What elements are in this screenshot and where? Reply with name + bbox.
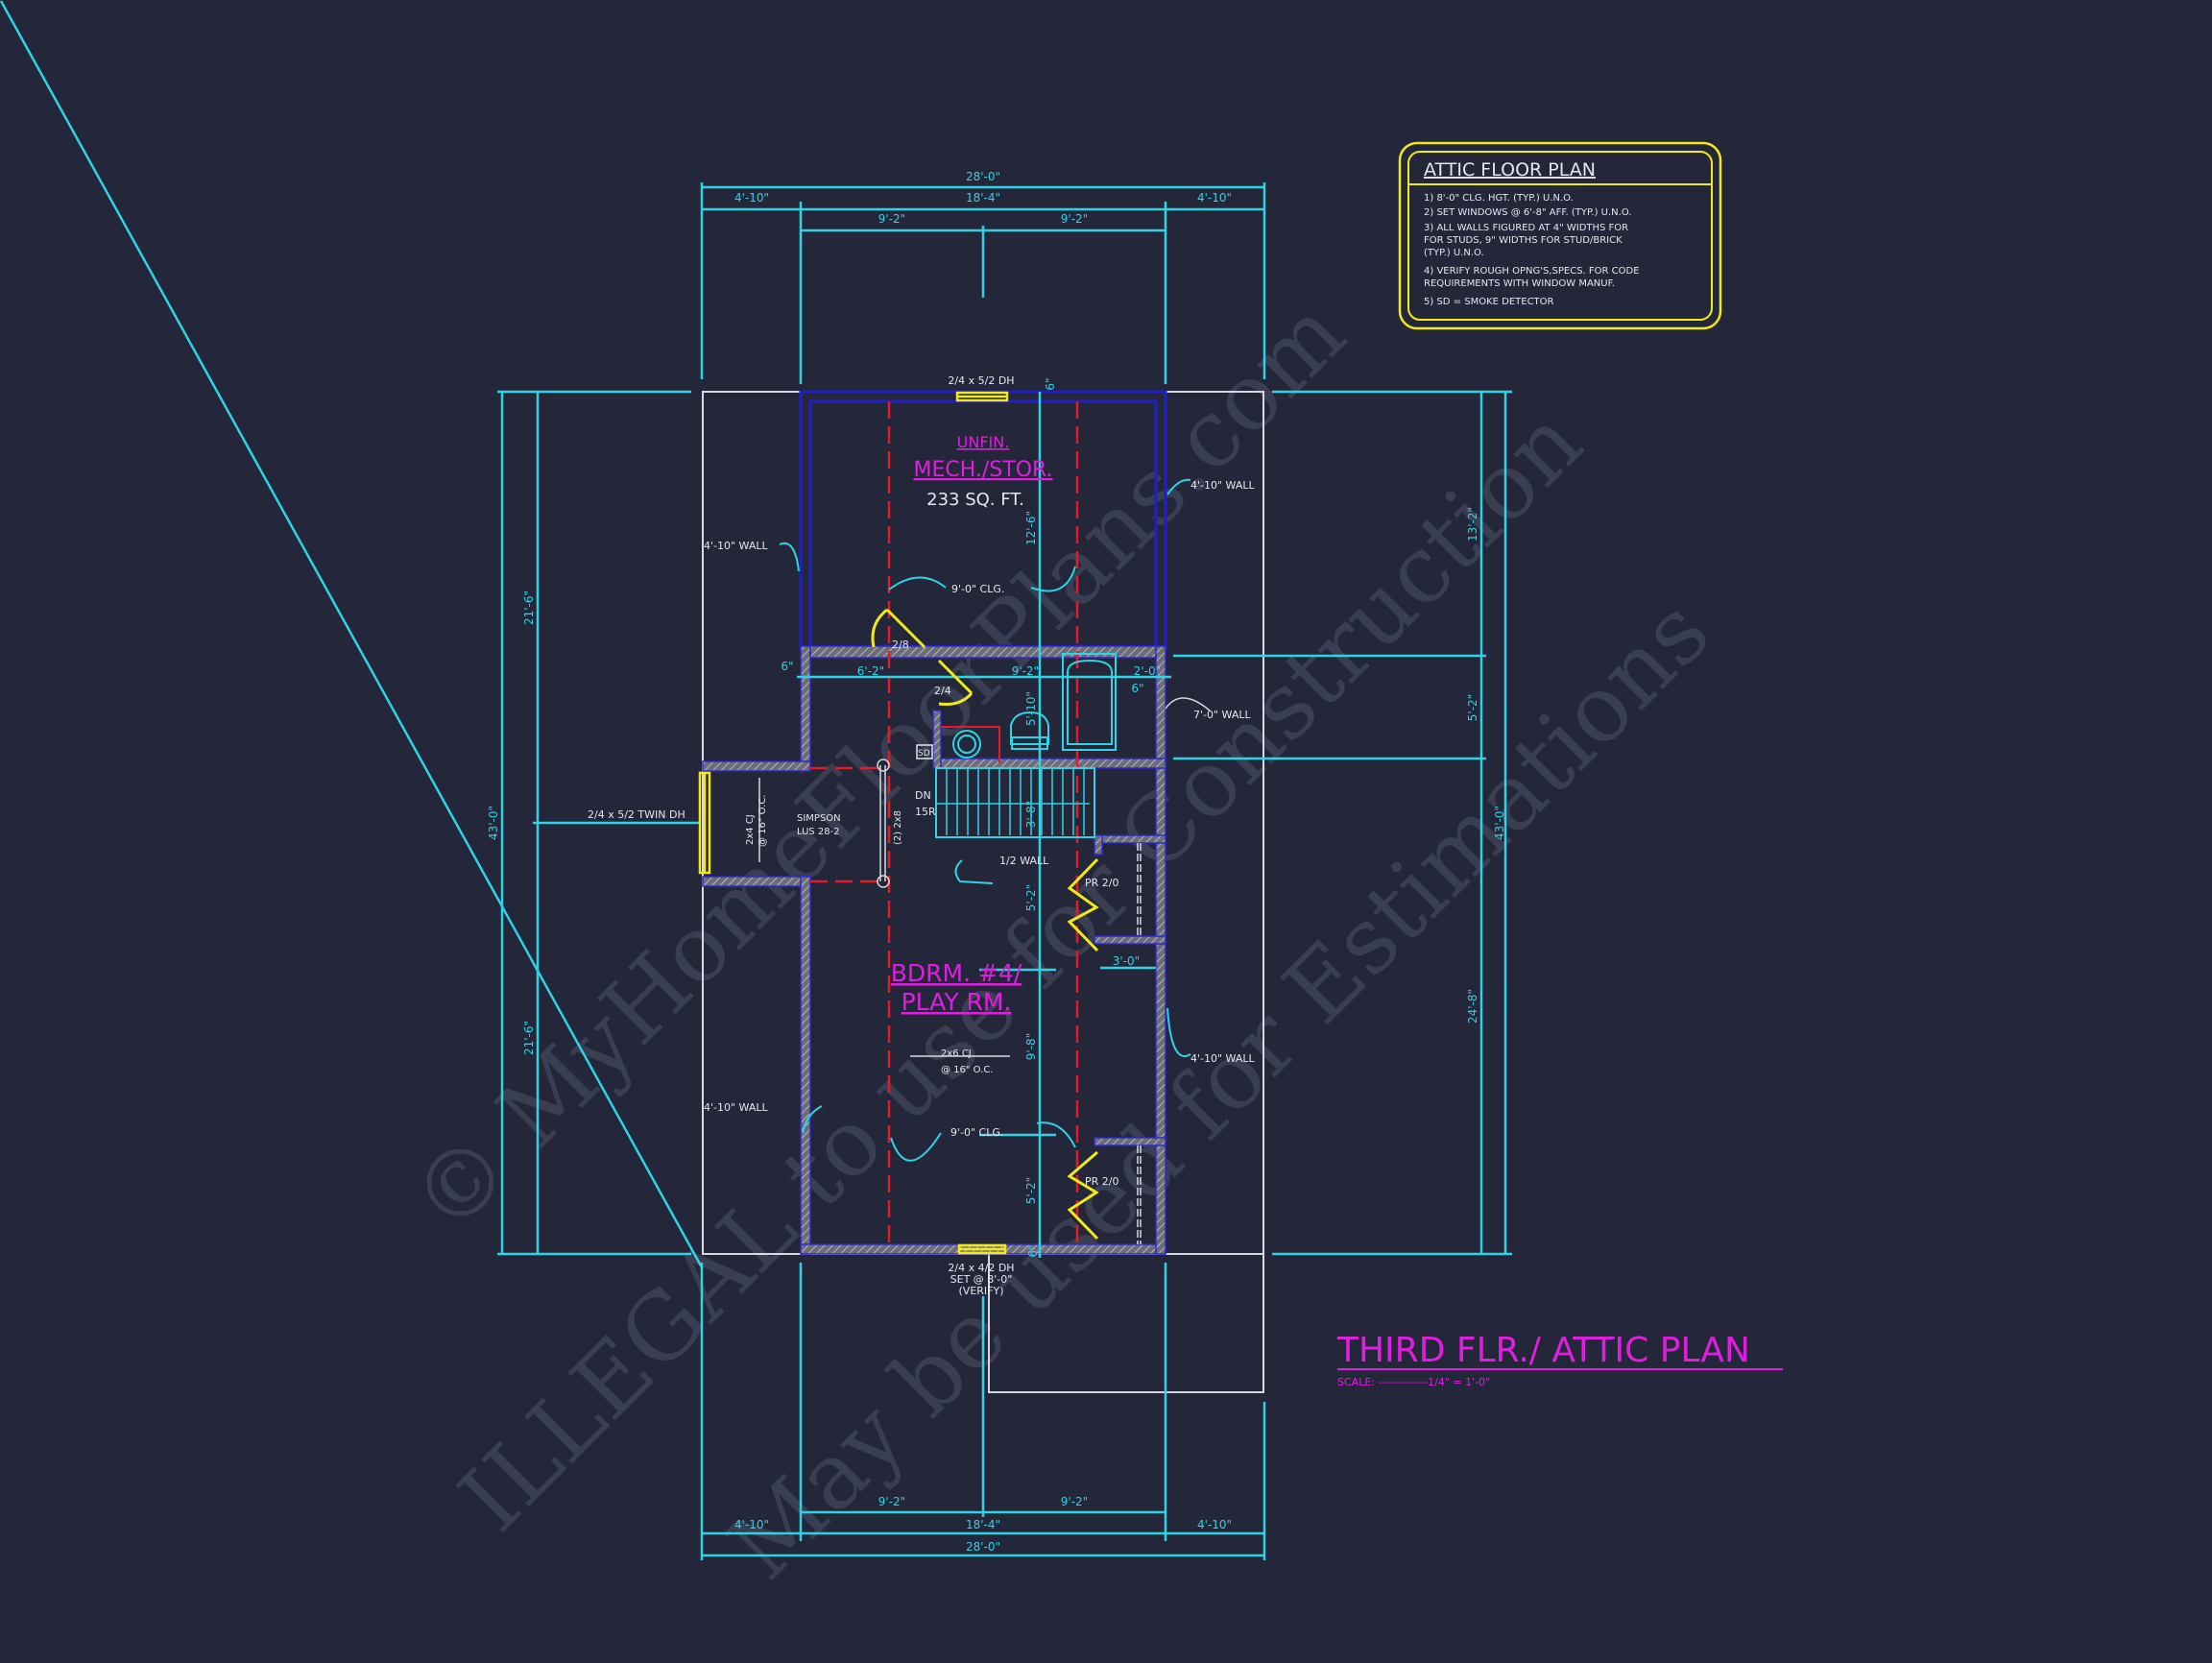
- svg-text:@ 16" O.C.: @ 16" O.C.: [757, 795, 768, 848]
- notes-title: ATTIC FLOOR PLAN: [1424, 159, 1596, 181]
- svg-text:2x6 CJ: 2x6 CJ: [941, 1048, 972, 1059]
- doors: [871, 608, 1099, 1241]
- svg-text:13'-2": 13'-2": [1466, 507, 1479, 542]
- svg-text:21'-6": 21'-6": [522, 590, 536, 625]
- svg-text:1) 8'-0" CLG. HGT. (TYP.) U.N: 1) 8'-0" CLG. HGT. (TYP.) U.N.O.: [1424, 193, 1574, 204]
- closet-rods: [1137, 843, 1142, 1244]
- svg-text:2/4 x 5/2 TWIN DH: 2/4 x 5/2 TWIN DH: [588, 808, 685, 821]
- svg-text:4'-10": 4'-10": [734, 1518, 769, 1531]
- svg-text:9'-2": 9'-2": [878, 212, 905, 226]
- svg-text:9'-0" CLG.: 9'-0" CLG.: [950, 1126, 1003, 1139]
- leader-lines-white: [1165, 697, 1211, 711]
- svg-text:6'-2": 6'-2": [857, 664, 884, 678]
- svg-text:6": 6": [1044, 377, 1057, 390]
- svg-text:5'-10": 5'-10": [1024, 691, 1038, 726]
- svg-text:SIMPSON: SIMPSON: [797, 813, 841, 824]
- svg-text:4) VERIFY ROUGH OPNG'S,SPECS.: 4) VERIFY ROUGH OPNG'S,SPECS. FOR CODE: [1424, 266, 1640, 277]
- svg-text:2) SET WINDOWS @ 6'-8" AFF. (T: 2) SET WINDOWS @ 6'-8" AFF. (TYP.) U.N.O…: [1424, 207, 1631, 218]
- svg-text:24'-8": 24'-8": [1466, 989, 1479, 1024]
- stair-treads: [936, 768, 1090, 835]
- svg-text:1/2 WALL: 1/2 WALL: [999, 855, 1049, 867]
- svg-text:4'-10" WALL: 4'-10" WALL: [704, 1101, 768, 1114]
- svg-text:9'-8": 9'-8": [1024, 1033, 1038, 1060]
- svg-text:4'-10": 4'-10": [734, 191, 769, 205]
- bedroom-label-1: BDRM. #4/: [891, 959, 1022, 987]
- windows: [698, 391, 1009, 1255]
- svg-text:SET @ 8'-0": SET @ 8'-0": [950, 1273, 1013, 1286]
- ceiling-centerlines: [810, 401, 1079, 1244]
- svg-text:18'-4": 18'-4": [966, 191, 1000, 205]
- svg-text:6": 6": [781, 660, 793, 673]
- svg-text:21'-6": 21'-6": [522, 1021, 536, 1055]
- svg-text:2'-0": 2'-0": [1134, 664, 1161, 678]
- svg-text:(VERIFY): (VERIFY): [959, 1285, 1004, 1297]
- svg-text:FOR STUDS, 9" WIDTHS FOR STUD/: FOR STUDS, 9" WIDTHS FOR STUD/BRICK: [1424, 235, 1623, 246]
- svg-text:9'-2": 9'-2": [878, 1495, 905, 1508]
- svg-text:6": 6": [1026, 1244, 1040, 1257]
- svg-text:4'-10" WALL: 4'-10" WALL: [1190, 479, 1255, 492]
- svg-text:@ 16" O.C.: @ 16" O.C.: [941, 1065, 994, 1075]
- beam-detail: [758, 759, 1010, 1057]
- svg-text:LUS 28-2: LUS 28-2: [797, 827, 840, 837]
- svg-text:2/4: 2/4: [934, 685, 951, 697]
- svg-text:2/4 x 5/2 DH: 2/4 x 5/2 DH: [948, 374, 1014, 387]
- svg-text:9'-2": 9'-2": [1061, 1495, 1088, 1508]
- svg-text:3) ALL WALLS FIGURED AT 4" WID: 3) ALL WALLS FIGURED AT 4" WIDTHS FOR: [1424, 223, 1628, 233]
- svg-text:(TYP.) U.N.O.: (TYP.) U.N.O.: [1424, 248, 1484, 258]
- svg-text:2/8: 2/8: [892, 639, 909, 651]
- svg-text:PR 2/0: PR 2/0: [1085, 877, 1118, 889]
- svg-text:5) SD = SMOKE DETECTOR: 5) SD = SMOKE DETECTOR: [1424, 297, 1554, 307]
- svg-text:9'-0" CLG.: 9'-0" CLG.: [951, 583, 1004, 595]
- svg-text:9'-2": 9'-2": [1012, 664, 1039, 678]
- annotations: 2/4 x 5/2 DH 2/4 x 5/2 TWIN DH 2/4 x 4/2…: [588, 374, 1255, 1297]
- mech-label-2: MECH./STOR.: [913, 458, 1052, 482]
- dimension-text: 28'-0" 4'-10" 18'-4" 4'-10" 9'-2" 9'-2" …: [487, 170, 1506, 1554]
- svg-text:5'-2": 5'-2": [1024, 884, 1038, 911]
- plan-title: THIRD FLR./ ATTIC PLAN: [1336, 1331, 1750, 1370]
- svg-text:(2) 2x8: (2) 2x8: [893, 810, 903, 845]
- svg-text:28'-0": 28'-0": [966, 1540, 1000, 1554]
- svg-text:12'-6": 12'-6": [1024, 511, 1038, 545]
- bath-fixtures: [935, 653, 1117, 838]
- svg-text:7'-0" WALL: 7'-0" WALL: [1193, 709, 1251, 721]
- plan-scale: SCALE: -------------1/4" = 1'-0": [1337, 1376, 1490, 1388]
- svg-text:2x4 CJ: 2x4 CJ: [745, 814, 756, 845]
- leader-lines: [779, 478, 1191, 1162]
- svg-text:4'-10": 4'-10": [1197, 191, 1232, 205]
- svg-text:4'-10" WALL: 4'-10" WALL: [704, 540, 768, 552]
- svg-text:28'-0": 28'-0": [966, 170, 1000, 183]
- svg-text:43'-0": 43'-0": [487, 806, 500, 840]
- svg-text:9'-2": 9'-2": [1061, 212, 1088, 226]
- water-heater-area: [941, 726, 1000, 763]
- dimension-lines: [0, 0, 1512, 1560]
- mech-label-1: UNFIN.: [957, 433, 1010, 451]
- svg-text:5'-2": 5'-2": [1466, 694, 1479, 721]
- svg-text:REQUIREMENTS WITH WINDOW MANUF: REQUIREMENTS WITH WINDOW MANUF.: [1424, 278, 1615, 289]
- smoke-detector-icon: [916, 744, 933, 759]
- watermark: © MyHomeFloorPlans.com ILLEGAL to use fo…: [391, 279, 1730, 1600]
- svg-text:PR 2/0: PR 2/0: [1085, 1175, 1118, 1188]
- title-block: THIRD FLR./ ATTIC PLAN SCALE: ----------…: [1336, 1331, 1783, 1388]
- bedroom-label-2: PLAY RM.: [902, 988, 1012, 1016]
- mech-area: 233 SQ. FT.: [926, 490, 1024, 510]
- svg-text:3'-0": 3'-0": [1113, 954, 1140, 968]
- svg-text:DN: DN: [915, 789, 931, 802]
- svg-text:18'-4": 18'-4": [966, 1518, 1000, 1531]
- svg-text:6": 6": [1131, 682, 1143, 695]
- svg-text:15R: 15R: [915, 806, 936, 818]
- svg-text:4'-10": 4'-10": [1197, 1518, 1232, 1531]
- svg-text:5'-2": 5'-2": [1024, 1177, 1038, 1204]
- svg-text:2/4 x 4/2 DH: 2/4 x 4/2 DH: [948, 1262, 1014, 1274]
- svg-text:SD: SD: [918, 749, 930, 759]
- notes-box: ATTIC FLOOR PLAN 1) 8'-0" CLG. HGT. (TYP…: [1398, 141, 1722, 330]
- room-labels: UNFIN. MECH./STOR. BDRM. #4/ PLAY RM.: [891, 433, 1053, 1016]
- svg-text:43'-0": 43'-0": [1493, 806, 1506, 840]
- svg-text:4'-10" WALL: 4'-10" WALL: [1190, 1052, 1255, 1065]
